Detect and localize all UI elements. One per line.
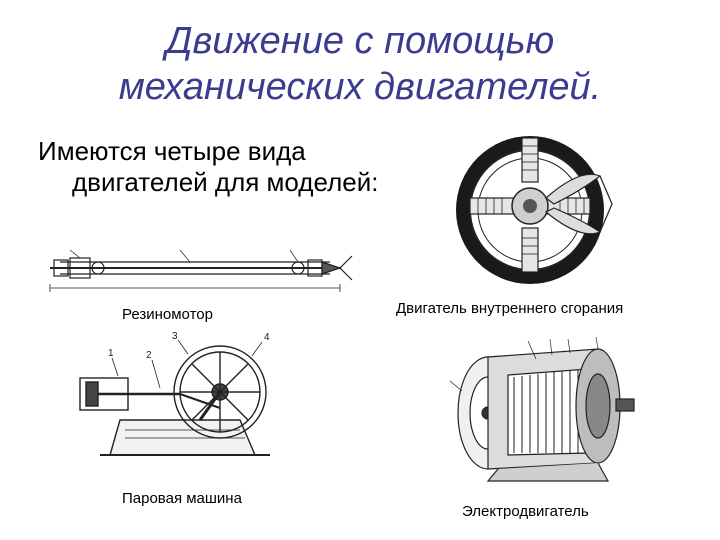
- slide-title: Движение с помощью механических двигател…: [40, 18, 680, 110]
- caption-steam-engine: Паровая машина: [122, 490, 242, 507]
- caption-ice-engine: Двигатель внутреннего сгорания: [396, 300, 624, 317]
- steam-label-2: 2: [146, 350, 152, 361]
- steam-label-4: 4: [264, 332, 270, 343]
- title-line-2: механических двигателей.: [118, 66, 602, 108]
- rubber-motor-drawing: [49, 249, 353, 292]
- steam-label-1: 1: [108, 348, 114, 359]
- title-line-1: Движение с помощью: [165, 20, 555, 62]
- caption-electric-motor: Электродвигатель: [462, 503, 589, 520]
- steam-label-3: 3: [172, 331, 178, 342]
- caption-rubber-motor: Резиномотор: [122, 306, 213, 323]
- steam-engine-drawing: 1 2 3 4: [79, 331, 270, 456]
- bullet-text: Имеются четыре вида двигателей для модел…: [38, 136, 379, 197]
- radial-engine-drawing: [456, 136, 613, 284]
- electric-motor-drawing: [449, 336, 635, 482]
